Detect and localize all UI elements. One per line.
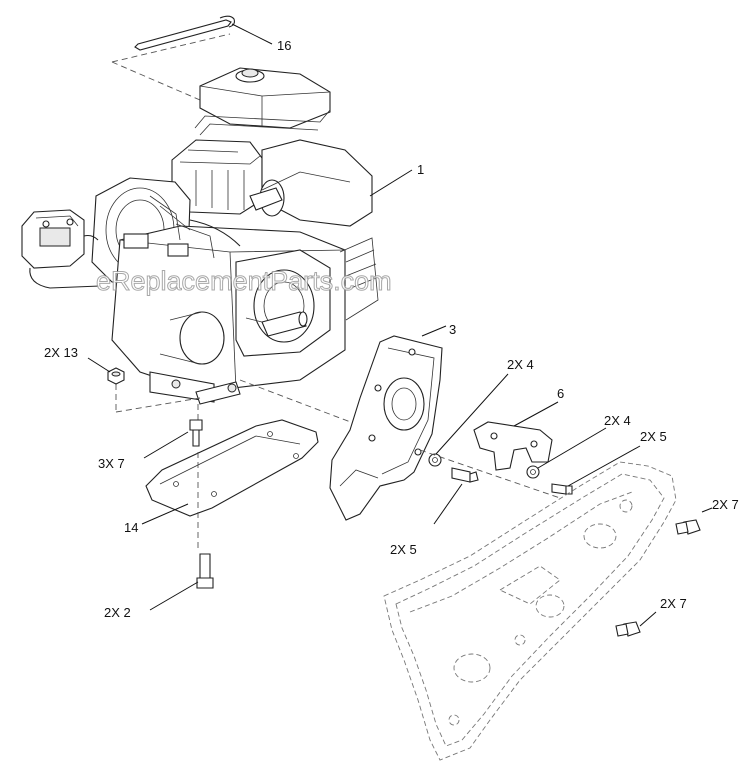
- part-2x7-bolt-lower[interactable]: [615, 621, 641, 637]
- callout-2x4-right: 2X 4: [604, 413, 631, 428]
- part-2x2-bolt[interactable]: [196, 553, 214, 589]
- watermark-text: eReplacementParts.com: [96, 266, 392, 296]
- part-6-bracket[interactable]: [473, 421, 553, 471]
- part-2x4-washer-left[interactable]: [419, 449, 561, 499]
- callout-2x2: 2X 2: [104, 605, 131, 620]
- callout-6: 6: [557, 386, 564, 401]
- part-16-wire-clip[interactable]: [111, 15, 235, 101]
- callout-14: 14: [124, 520, 138, 535]
- callout-3x7: 3X 7: [98, 456, 125, 471]
- part-2x5-bolt-left[interactable]: [451, 467, 479, 483]
- callout-2x5-right: 2X 5: [640, 429, 667, 444]
- part-2x13-nut[interactable]: [107, 367, 125, 385]
- callout-2x13: 2X 13: [44, 345, 78, 360]
- part-3-mounting-plate[interactable]: [329, 335, 443, 521]
- callout-2x4-left: 2X 4: [507, 357, 534, 372]
- part-2x4-washer-right[interactable]: [526, 465, 540, 479]
- part-3x7-bolt[interactable]: [189, 419, 203, 447]
- callout-3: 3: [449, 322, 456, 337]
- belt-cover-reference: [383, 461, 677, 761]
- callout-1: 1: [417, 162, 424, 177]
- leader-lines: [87, 23, 713, 627]
- callout-16: 16: [277, 38, 291, 53]
- callout-2x7-upper: 2X 7: [712, 497, 739, 512]
- callout-2x7-lower: 2X 7: [660, 596, 687, 611]
- callout-2x5-left: 2X 5: [390, 542, 417, 557]
- part-2x7-bolt-upper[interactable]: [675, 519, 701, 535]
- part-2x5-bolt-right[interactable]: [551, 483, 573, 495]
- part-14-base-plate[interactable]: [145, 419, 319, 548]
- part-1-engine[interactable]: [21, 67, 383, 444]
